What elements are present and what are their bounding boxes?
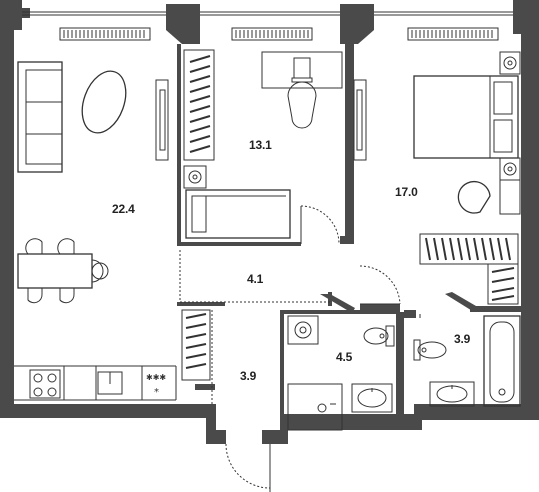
svg-text:✱✱✱: ✱✱✱ — [146, 373, 166, 382]
interior-walls — [177, 44, 525, 430]
double-bed — [413, 75, 519, 159]
window-hatch-1 — [63, 30, 145, 38]
sink-center — [351, 383, 393, 413]
kitchen-counter: ✱✱✱ * — [14, 365, 177, 401]
sofa — [17, 61, 63, 173]
nightstand-bottom — [499, 157, 521, 181]
outer-walls — [0, 0, 539, 444]
door-entry — [225, 443, 271, 492]
wardrobe-large-bedroom — [419, 233, 519, 265]
shelf-right — [487, 263, 519, 305]
door-large-bedroom — [359, 265, 401, 305]
washing-machine — [287, 315, 319, 345]
dining-table — [17, 238, 109, 304]
entry-wardrobe — [181, 309, 213, 404]
wardrobe-small-bedroom — [183, 49, 215, 161]
desk — [261, 51, 343, 129]
window-hatch-2 — [235, 30, 309, 38]
area-label-hall: 4.1 — [247, 272, 264, 286]
area-label-bedroom-small: 13.1 — [249, 138, 272, 152]
area-label-bedroom-large: 17.0 — [395, 185, 418, 199]
armchair — [457, 179, 521, 215]
hall-boundary — [179, 250, 330, 303]
bathtub — [483, 315, 521, 407]
sink-right — [429, 381, 475, 407]
shower-center — [287, 383, 343, 431]
nightstand-top — [499, 51, 521, 75]
window-hatch-3 — [411, 30, 493, 38]
area-label-bathroom-right: 3.9 — [454, 332, 471, 346]
svg-text:*: * — [154, 387, 159, 398]
windows — [59, 27, 499, 41]
door-small-bedroom — [300, 205, 340, 245]
coffee-table — [81, 70, 127, 134]
area-label-living-room: 22.4 — [112, 202, 135, 216]
tv-unit-bedroom — [353, 79, 367, 161]
toilet-center — [363, 325, 395, 347]
single-bed — [185, 189, 291, 239]
tv-unit — [155, 79, 169, 161]
toilet-right — [413, 339, 447, 361]
nightstand-small — [183, 165, 207, 189]
area-label-entry: 3.9 — [240, 369, 257, 383]
area-label-bathroom-center: 4.5 — [336, 350, 353, 364]
